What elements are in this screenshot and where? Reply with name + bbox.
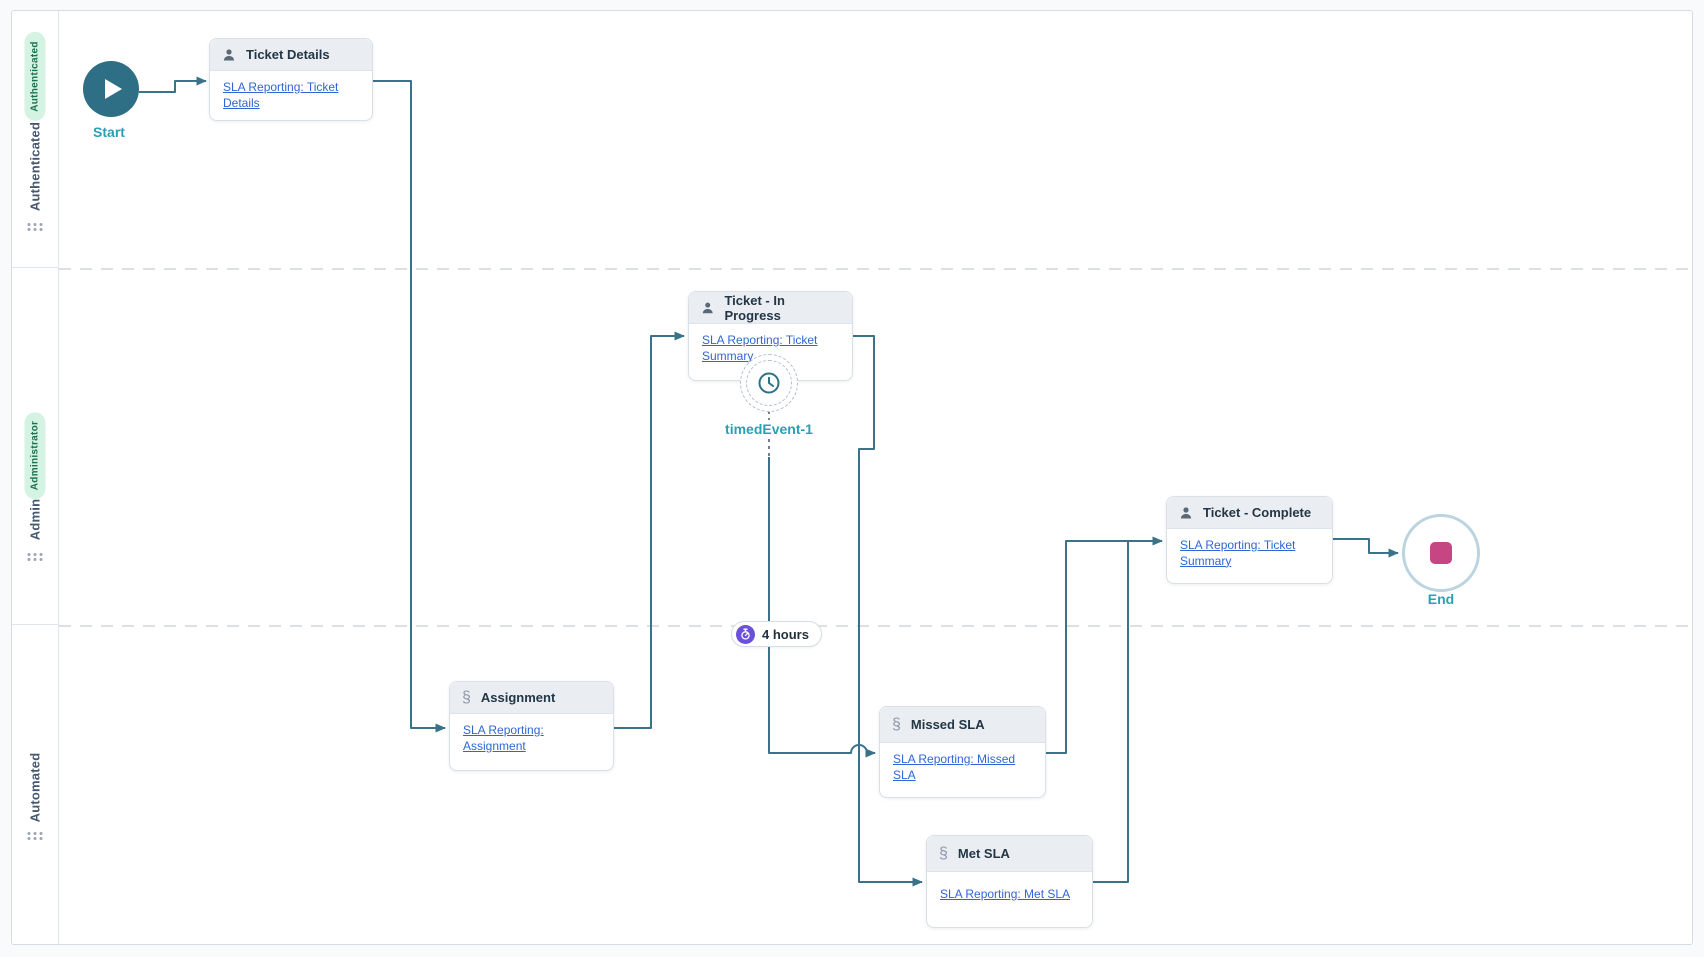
task-title: Ticket - Complete bbox=[1203, 505, 1312, 520]
task-title: Assignment bbox=[480, 690, 556, 705]
timer-duration-badge[interactable]: 4 hours bbox=[731, 621, 822, 647]
lane-name: Authenticated bbox=[28, 122, 43, 216]
task-title: Met SLA bbox=[957, 846, 1010, 861]
end-event-label: End bbox=[1427, 591, 1455, 607]
lane-name: Admin bbox=[28, 499, 43, 545]
script-icon: § bbox=[462, 688, 471, 706]
task-form-link[interactable]: SLA Reporting: Ticket Details bbox=[223, 80, 339, 110]
task-header: § Assignment bbox=[450, 682, 613, 714]
timer-inner-ring bbox=[746, 360, 792, 406]
task-header: Ticket - Complete bbox=[1167, 497, 1332, 529]
edge-timer-to-missed-sla[interactable] bbox=[768, 457, 876, 758]
lane-separator bbox=[59, 268, 1692, 270]
script-icon: § bbox=[892, 715, 901, 733]
lane-strip bbox=[12, 11, 59, 944]
task-ticket-complete[interactable]: Ticket - Complete SLA Reporting: Ticket … bbox=[1166, 496, 1333, 584]
task-form-link[interactable]: SLA Reporting: Assignment bbox=[463, 723, 544, 753]
task-header: § Met SLA bbox=[927, 836, 1092, 872]
task-met-sla[interactable]: § Met SLA SLA Reporting: Met SLA bbox=[926, 835, 1093, 928]
start-event-label: Start bbox=[93, 124, 125, 140]
edge-start-to-ticket-details[interactable] bbox=[139, 76, 207, 93]
lane-role-badge: Authenticated bbox=[24, 32, 46, 126]
lane-name-label: Authenticated bbox=[27, 121, 43, 212]
lane-role-badge-label: Authenticated bbox=[24, 32, 46, 121]
task-title: Missed SLA bbox=[910, 717, 985, 732]
user-icon bbox=[223, 48, 235, 60]
timer-boundary-event[interactable] bbox=[740, 354, 798, 412]
script-icon: § bbox=[939, 844, 948, 862]
lane-role-badge: Administrator bbox=[24, 411, 46, 504]
task-title: Ticket Details bbox=[246, 47, 330, 62]
end-event[interactable] bbox=[1402, 514, 1480, 592]
stop-icon bbox=[1430, 542, 1452, 564]
timer-event-label: timedEvent-1 bbox=[721, 420, 817, 438]
lane-name-label: Admin bbox=[27, 498, 43, 541]
edge-missed-sla-to-complete[interactable] bbox=[1046, 536, 1163, 754]
clock-icon bbox=[758, 372, 780, 394]
task-form-link[interactable]: SLA Reporting: Ticket Summary bbox=[1180, 538, 1296, 568]
task-header: § Missed SLA bbox=[880, 707, 1045, 743]
lane-authenticated bbox=[12, 11, 59, 268]
lane-name: Automated bbox=[28, 753, 43, 828]
stopwatch-icon bbox=[736, 624, 755, 644]
lane-drag-handle-icon[interactable] bbox=[27, 223, 43, 231]
task-missed-sla[interactable]: § Missed SLA SLA Reporting: Missed SLA bbox=[879, 706, 1046, 798]
task-ticket-details[interactable]: Ticket Details SLA Reporting: Ticket Det… bbox=[209, 38, 373, 121]
user-icon bbox=[1180, 506, 1192, 518]
workflow-canvas: Authenticated Authenticated Administrato… bbox=[11, 10, 1693, 945]
task-form-link[interactable]: SLA Reporting: Missed SLA bbox=[893, 752, 1016, 782]
lane-separator bbox=[59, 625, 1692, 627]
lane-role-badge-label: Administrator bbox=[24, 411, 46, 500]
lane-drag-handle-icon[interactable] bbox=[27, 553, 43, 561]
task-assignment[interactable]: § Assignment SLA Reporting: Assignment bbox=[449, 681, 614, 771]
lane-admin bbox=[12, 268, 59, 625]
start-event[interactable] bbox=[83, 61, 139, 117]
edge-layer bbox=[139, 76, 1399, 887]
lane-drag-handle-icon[interactable] bbox=[27, 832, 43, 840]
edge-in-progress-to-met-sla[interactable] bbox=[853, 335, 923, 887]
play-icon bbox=[105, 79, 122, 99]
edge-complete-to-end[interactable] bbox=[1333, 538, 1399, 558]
task-header: Ticket Details bbox=[210, 39, 372, 71]
user-icon bbox=[702, 302, 713, 313]
edge-met-sla-to-complete[interactable] bbox=[1093, 542, 1129, 883]
task-form-link[interactable]: SLA Reporting: Ticket Summary bbox=[702, 333, 818, 363]
task-title: Ticket - In Progress bbox=[724, 292, 785, 323]
task-form-link[interactable]: SLA Reporting: Met SLA bbox=[940, 887, 1071, 901]
lane-name-label: Automated bbox=[27, 752, 43, 823]
timer-duration-label: 4 hours bbox=[762, 626, 809, 642]
task-header: Ticket - In Progress bbox=[689, 292, 852, 324]
edge-ticket-details-to-assignment[interactable] bbox=[373, 80, 446, 733]
edge-assignment-to-in-progress[interactable] bbox=[614, 331, 685, 729]
